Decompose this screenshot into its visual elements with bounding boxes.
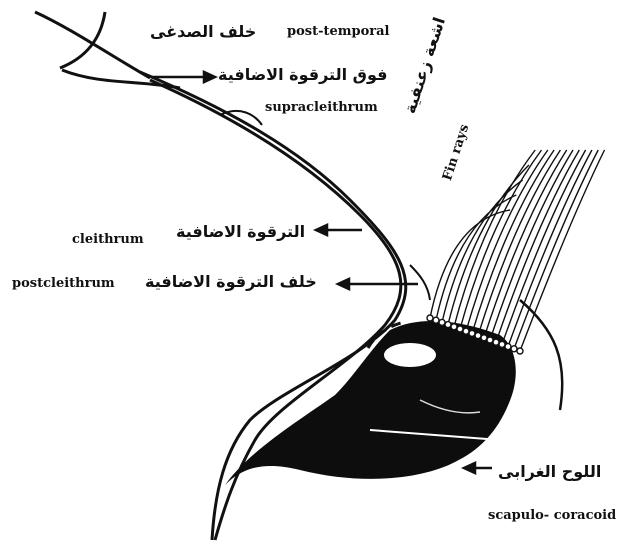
supracleithrum-label-en: supracleithrum xyxy=(265,100,378,115)
fin-ray-base xyxy=(469,330,475,336)
scapulo-coracoid-label-en: scapulo- coracoid xyxy=(488,508,616,523)
fin-ray xyxy=(496,150,579,342)
fin-ray-base xyxy=(511,346,517,352)
fin-ray-base xyxy=(439,319,445,325)
fin-ray-base xyxy=(499,341,505,347)
supracleithrum-label-ar: فوق الترقوة الاضافية xyxy=(218,65,387,84)
fin-ray-base xyxy=(451,324,457,330)
fin-ray-base xyxy=(433,317,439,323)
fin-ray-base xyxy=(457,326,463,332)
cleithrum-label-ar: الترقوة الاضافية xyxy=(176,222,305,241)
cleithrum-label-en: cleithrum xyxy=(72,232,144,247)
fin-ray xyxy=(430,210,510,318)
fin-ray-base xyxy=(445,322,451,328)
fin-ray-base xyxy=(481,335,487,341)
postcleithrum-label-en: postcleithrum xyxy=(12,276,115,291)
fin-ray-base xyxy=(427,315,433,321)
fin-ray-base xyxy=(463,328,469,334)
fin-ray-base xyxy=(475,333,481,339)
postcleithrum-label-ar: خلف الترقوة الاضافية xyxy=(145,272,317,291)
post-temporal-label-en: post-temporal xyxy=(287,24,389,39)
fin-ray xyxy=(466,150,548,331)
scapulo-coracoid-label-ar: اللوح الغرابى xyxy=(498,462,601,481)
fin-ray-base xyxy=(505,344,511,350)
fin-ray-base xyxy=(493,339,499,345)
fin-ray-base xyxy=(517,348,523,354)
post-temporal-label-ar: خلف الصدغى xyxy=(150,22,256,41)
fin-ray-base xyxy=(487,337,493,343)
